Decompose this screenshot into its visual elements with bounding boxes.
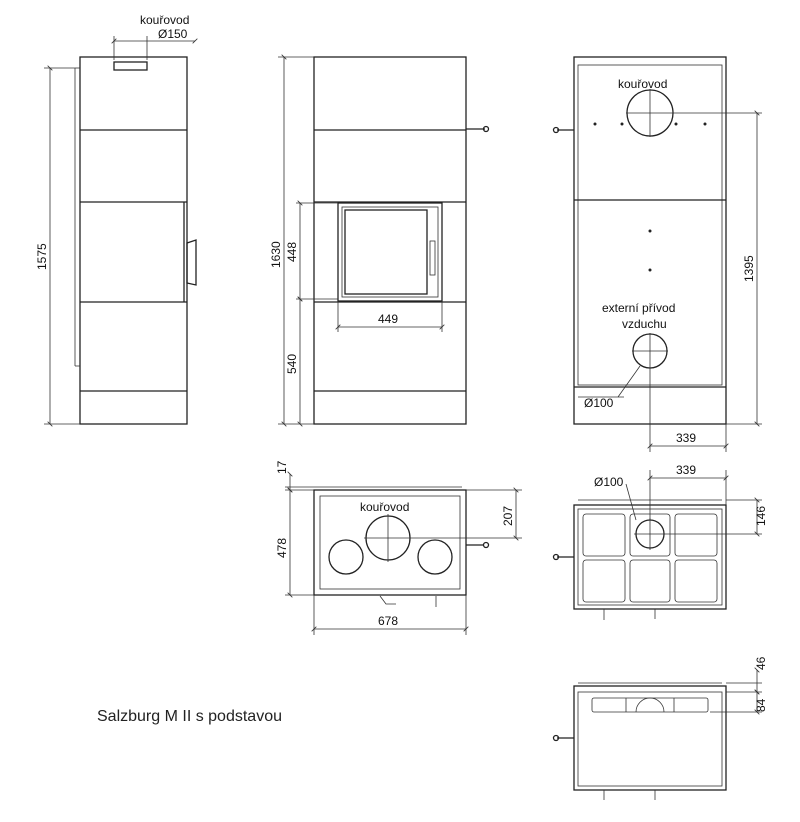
- top-207-label: 207: [501, 506, 515, 526]
- height-side-label: 1575: [35, 243, 49, 270]
- offset-back-label: 339: [676, 431, 696, 445]
- air-diameter-back-label: Ø100: [584, 396, 614, 410]
- base-height-label: 540: [285, 354, 299, 374]
- drawing-title: Salzburg M II s podstavou: [97, 708, 282, 725]
- top-depth-label: 478: [275, 538, 289, 558]
- top-view-air: Ø100 339 146: [552, 463, 768, 620]
- side-view: kouřovod Ø150 1575: [35, 13, 196, 424]
- back-height-label: 1395: [742, 255, 756, 282]
- flue-diameter-label: Ø150: [158, 27, 188, 41]
- back-view: kouřovod externí přívod vzduchu Ø100 139…: [552, 56, 762, 452]
- top2-146-label: 146: [754, 506, 768, 526]
- top-width-label: 678: [378, 614, 398, 628]
- flue-label-side: kouřovod: [140, 13, 189, 27]
- window-height-label: 448: [285, 242, 299, 262]
- flue-label-back: kouřovod: [618, 77, 667, 91]
- window-width-label: 449: [378, 312, 398, 326]
- front-view: 1630 448 540 449: [269, 57, 490, 424]
- top2-diameter-label: Ø100: [594, 475, 624, 489]
- flue-label-top: kouřovod: [360, 500, 409, 514]
- external-air-label-2: vzduchu: [622, 317, 667, 331]
- top-17-label: 17: [275, 460, 289, 474]
- top-view-base: 46 84: [552, 656, 768, 800]
- height-front-label: 1630: [269, 241, 283, 268]
- top2-339-label: 339: [676, 463, 696, 477]
- top3-46-label: 46: [754, 656, 768, 670]
- external-air-label-1: externí přívod: [602, 301, 675, 315]
- top-view: kouřovod 17 478 207 678: [275, 460, 522, 635]
- top3-84-label: 84: [754, 698, 768, 712]
